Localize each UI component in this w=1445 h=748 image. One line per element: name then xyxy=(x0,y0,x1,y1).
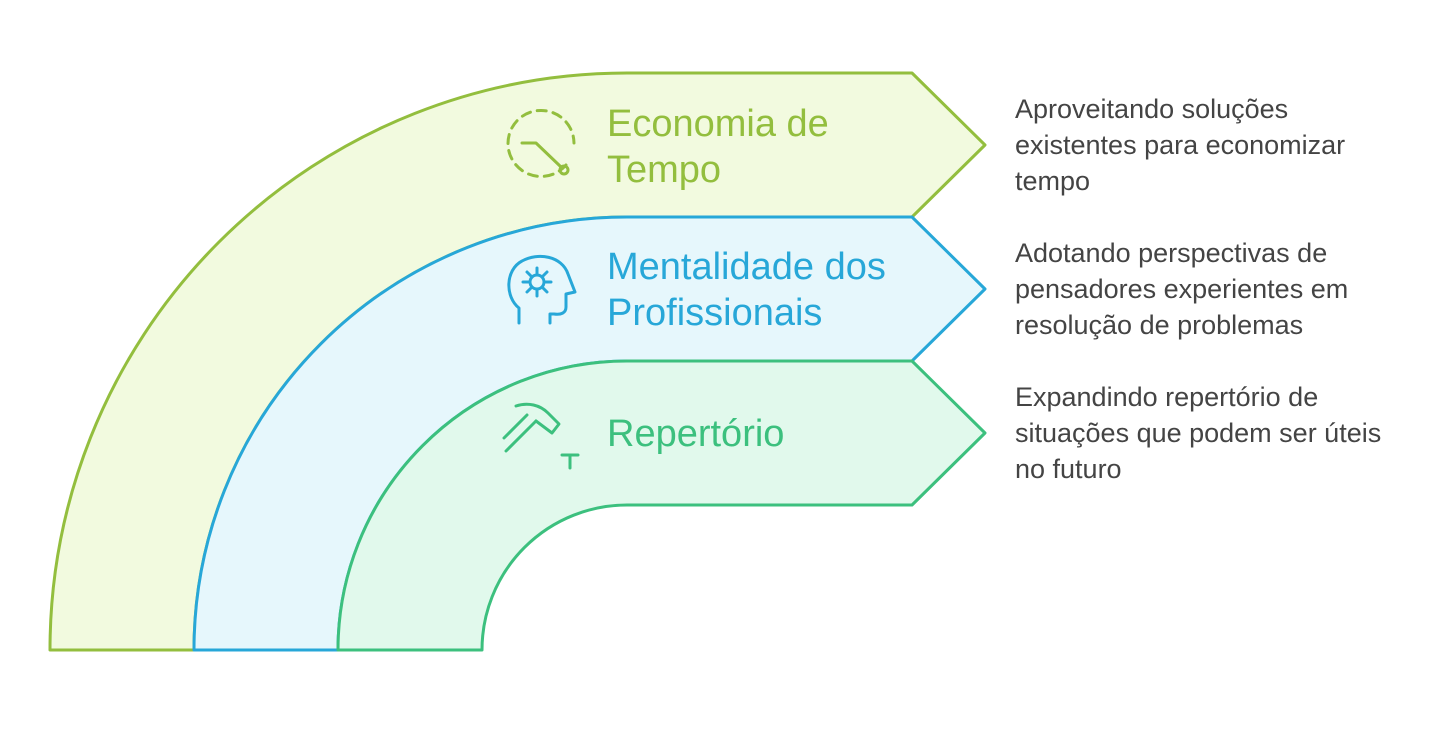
description-line: existentes para economizar xyxy=(1015,130,1346,160)
band-title-line: Repertório xyxy=(607,413,785,455)
description-line: Expandindo repertório de xyxy=(1015,382,1319,412)
description-line: Adotando perspectivas de xyxy=(1015,238,1328,268)
band-title-line: Profissionais xyxy=(607,292,823,334)
band-title-mentalidade-dos-profissionais: Mentalidade dos Profissionais xyxy=(607,244,886,336)
band-title-line: Economia de xyxy=(607,103,829,145)
description-economia-de-tempo: Aproveitando soluções existentes para ec… xyxy=(1015,91,1435,199)
band-title-economia-de-tempo: Economia de Tempo xyxy=(607,101,829,193)
description-line: situações que podem ser úteis xyxy=(1015,418,1382,448)
description-line: no futuro xyxy=(1015,454,1122,484)
description-line: resolução de problemas xyxy=(1015,310,1304,340)
description-repertorio: Expandindo repertório de situações que p… xyxy=(1015,379,1435,487)
band-title-line: Mentalidade dos xyxy=(607,246,886,288)
description-line: Aproveitando soluções xyxy=(1015,94,1289,124)
band-title-line: Tempo xyxy=(607,149,722,191)
hammer-nail-icon xyxy=(502,402,580,470)
band-title-repertorio: Repertório xyxy=(607,411,784,457)
description-mentalidade-dos-profissionais: Adotando perspectivas de pensadores expe… xyxy=(1015,235,1435,343)
head-gear-icon xyxy=(507,254,577,325)
band-repertorio xyxy=(336,359,987,652)
description-line: tempo xyxy=(1015,166,1091,196)
description-line: pensadores experientes em xyxy=(1015,274,1349,304)
clock-icon xyxy=(506,108,576,178)
